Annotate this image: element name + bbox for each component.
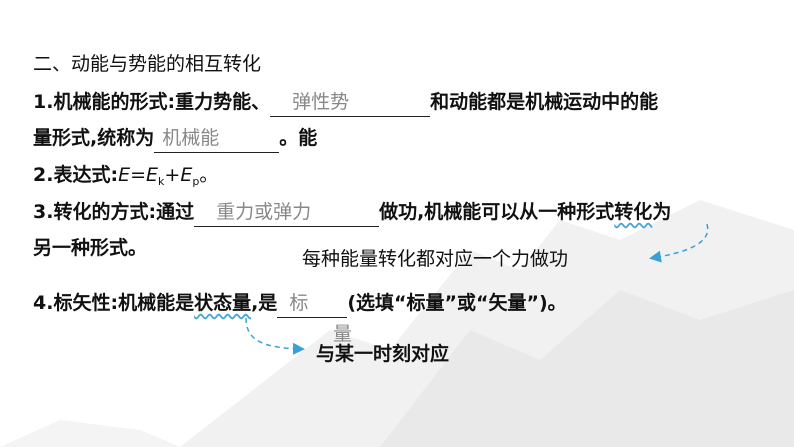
item-1-line-1: 1.机械能的形式:重力势能、弹性势和动能都是机械运动中的能 [33,88,658,117]
item-4-line: 4.标矢性:机械能是状态量,是标(选填“标量”或“矢量”)。 [33,289,567,318]
item-1-number: 1 [33,91,47,113]
item-1-label: .机械能的形式: [46,91,176,113]
item-3-line-1: 3.转化的方式:通过重力或弹力做功,机械能可以从一种形式转化为 [33,198,671,227]
arrow-2 [245,317,305,355]
answer-blank: 标 [277,289,348,318]
annotation-note-1: 每种能量转化都对应一个力做功 [302,248,569,270]
arrow-1 [649,223,709,263]
section-heading: 二、动能与势能的相互转化 [33,53,262,75]
item-1-line-2: 量形式,统称为机械能。能 [33,124,317,153]
answer-blank: 机械能 [154,124,280,153]
annotation-note-2: 与某一时刻对应 [316,343,450,365]
formula-E: E [118,164,131,186]
answer-blank: 弹性势 [270,88,431,117]
answer-blank: 重力或弹力 [194,198,380,227]
item-2-line: 2.表达式:E=Ek+Ep。 [33,164,219,188]
item-3-line-2: 另一种形式。 [33,237,148,259]
answer-overflow: 量 [333,323,353,345]
